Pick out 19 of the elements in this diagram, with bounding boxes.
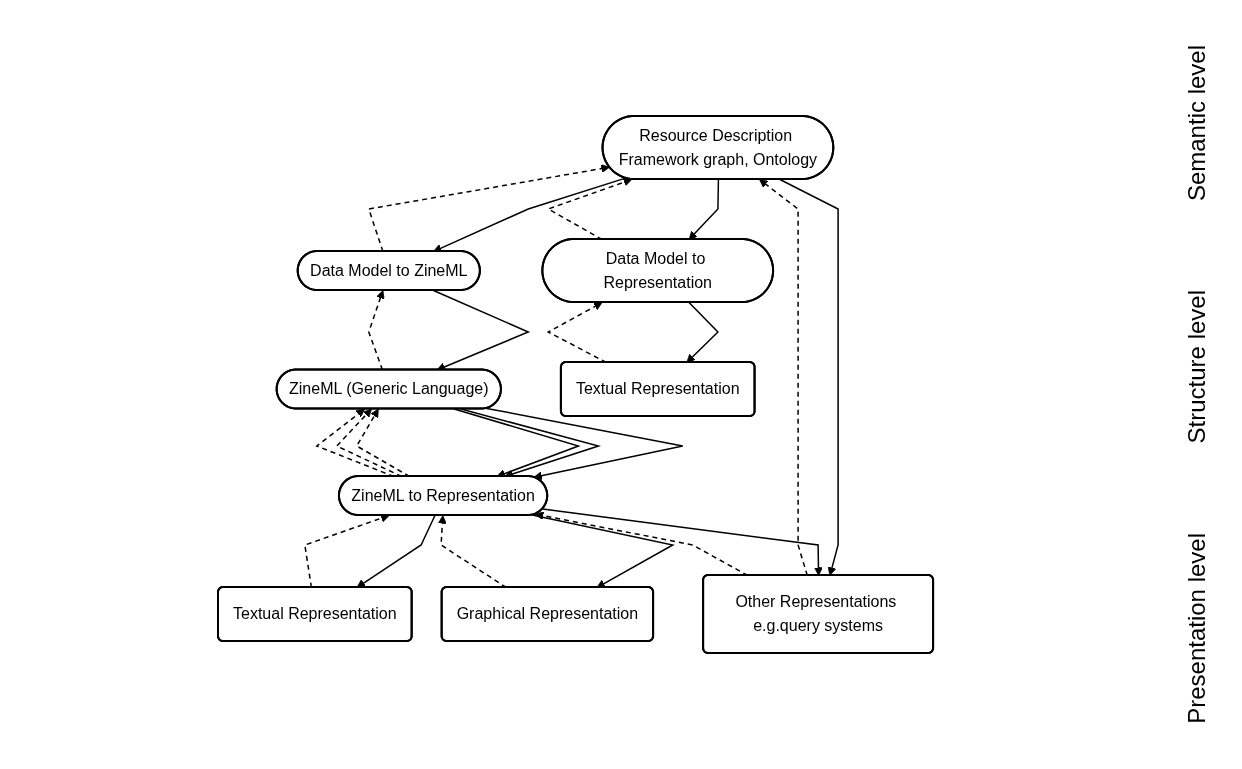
level-label: Semantic level (1183, 44, 1211, 201)
arrow (546, 177, 633, 241)
arrow (438, 515, 508, 589)
arrow (486, 407, 684, 480)
arrow (368, 164, 611, 253)
arrow (531, 514, 676, 588)
arrow (542, 508, 824, 576)
arrow (779, 178, 840, 576)
arrow (433, 177, 627, 253)
arrow (433, 289, 531, 371)
arrow (686, 301, 720, 363)
arrow (368, 290, 385, 371)
arrow (356, 408, 411, 478)
arrow (759, 179, 809, 577)
level-label: Presentation level (1183, 533, 1211, 725)
arrow (356, 514, 437, 588)
arrow (689, 178, 720, 240)
arrow (535, 511, 749, 577)
level-label: Structure level (1183, 290, 1211, 444)
